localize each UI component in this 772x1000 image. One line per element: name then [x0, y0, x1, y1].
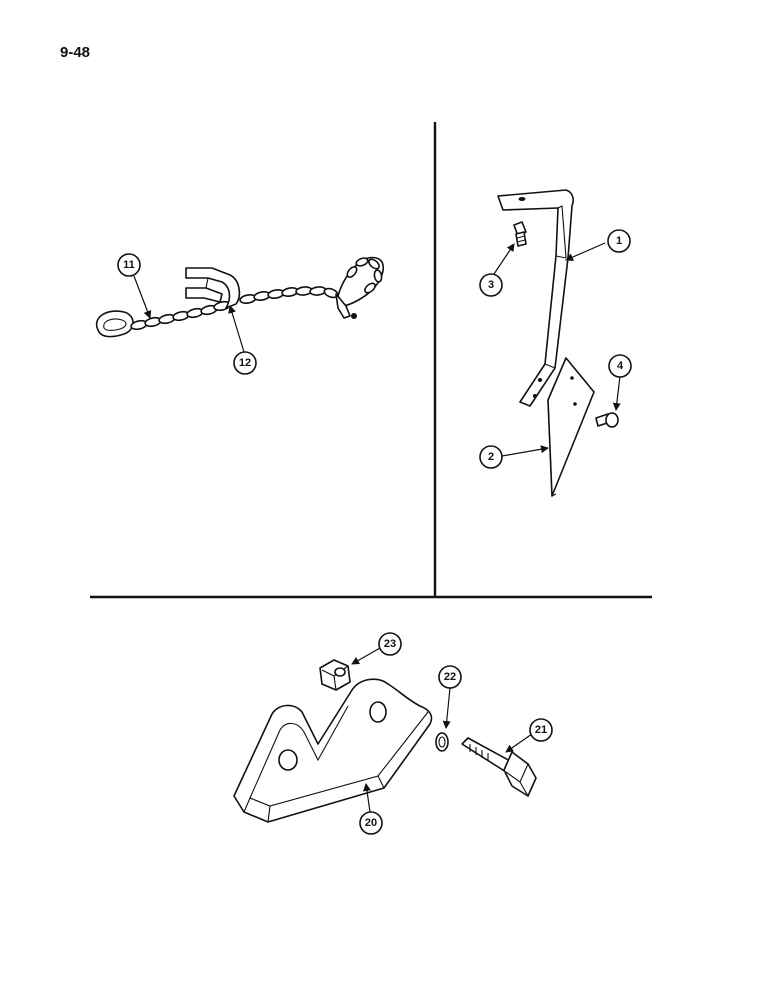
- chain-bracket: [185, 267, 241, 309]
- bottom-assembly: [233, 659, 537, 823]
- callout-21: 21: [529, 718, 553, 742]
- bolt-4: [595, 412, 619, 428]
- callout-4: 4: [608, 354, 632, 378]
- svg-text:23: 23: [384, 638, 396, 650]
- svg-text:11: 11: [123, 259, 135, 271]
- svg-text:21: 21: [535, 724, 547, 736]
- shank: [497, 189, 574, 407]
- callout-22: 22: [438, 665, 462, 689]
- svg-text:1: 1: [616, 235, 622, 247]
- svg-text:20: 20: [365, 817, 377, 829]
- callout-12: 12: [233, 351, 257, 375]
- callout-20: 20: [359, 811, 383, 835]
- bolt-21: [461, 737, 537, 797]
- chain-clevis: [335, 256, 385, 319]
- svg-text:4: 4: [617, 360, 624, 372]
- chain-links-right: [239, 286, 339, 304]
- shank-assembly: [497, 189, 619, 497]
- svg-text:12: 12: [239, 357, 251, 369]
- page-number: 9-48: [60, 44, 91, 61]
- bolt-3: [513, 221, 527, 247]
- callout-11: 11: [117, 253, 141, 277]
- lock-washer-22: [435, 732, 449, 752]
- callout-23: 23: [378, 632, 402, 656]
- svg-text:22: 22: [444, 671, 456, 683]
- leader-lines: [133, 242, 621, 813]
- chain-assembly: [95, 256, 385, 338]
- chain-links-left: [130, 300, 231, 331]
- callout-1: 1: [607, 229, 631, 253]
- svg-text:2: 2: [488, 451, 494, 463]
- callout-3: 3: [479, 273, 503, 297]
- svg-text:3: 3: [488, 279, 494, 291]
- mount-bracket-20: [233, 678, 433, 823]
- callout-2: 2: [479, 445, 503, 469]
- nut-23: [319, 659, 351, 691]
